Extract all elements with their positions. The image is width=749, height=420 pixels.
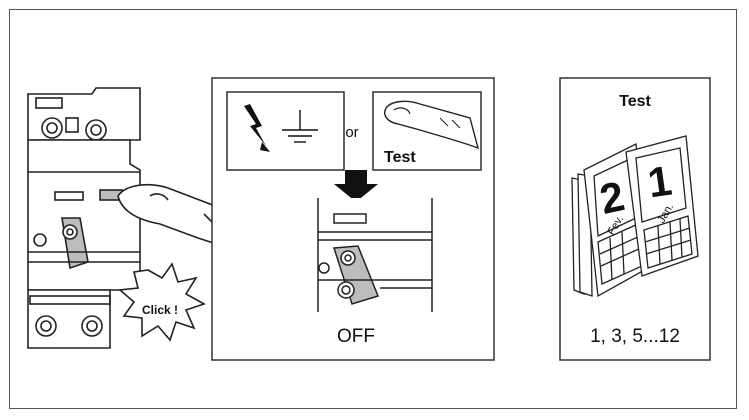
click-starburst: Click ! bbox=[118, 262, 206, 342]
down-arrow-icon bbox=[334, 170, 378, 202]
earth-fault-icon bbox=[226, 91, 345, 171]
right-panel-title: Test bbox=[619, 93, 651, 110]
test-button-label: Test bbox=[384, 149, 416, 166]
off-state-label: OFF bbox=[337, 326, 375, 347]
click-label: Click ! bbox=[142, 303, 178, 317]
calendar-icon bbox=[571, 135, 699, 298]
test-button-icon: Test bbox=[372, 91, 482, 171]
or-label: or bbox=[345, 124, 358, 141]
outer-border bbox=[9, 9, 737, 409]
breaker-off-illustration bbox=[317, 198, 433, 312]
test-months-label: 1, 3, 5...12 bbox=[590, 326, 680, 347]
